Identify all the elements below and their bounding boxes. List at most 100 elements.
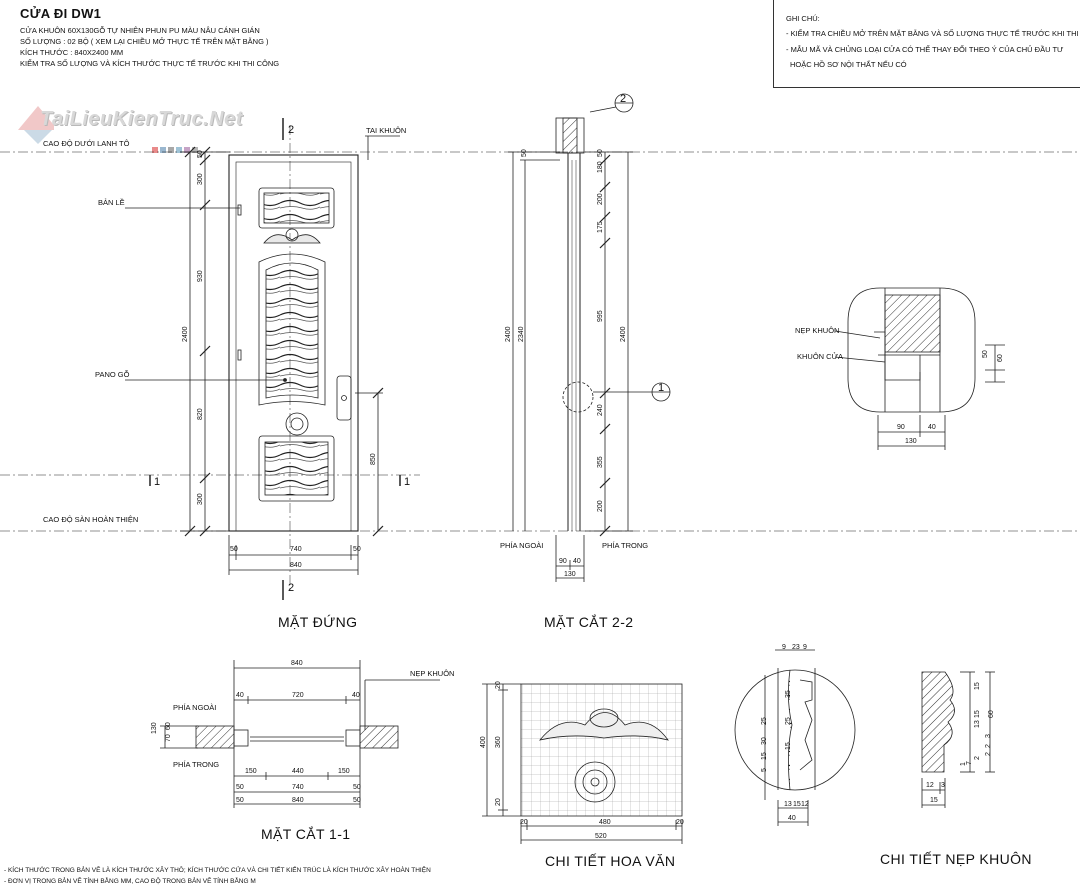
dimension-label: 12 — [801, 801, 809, 808]
dimension-label: 60 — [165, 722, 172, 730]
dimension-label: 40 — [236, 692, 244, 699]
dimension-label: 2400 — [182, 326, 189, 342]
dimension-label: 300 — [197, 493, 204, 505]
dimension-label: 23 — [792, 644, 800, 651]
dimension-label: 50 — [353, 784, 361, 791]
dimension-label: 70 — [165, 734, 172, 742]
section-mark-1-right: 1 — [404, 476, 411, 488]
section-mark-1-left: 1 — [154, 476, 161, 488]
spec-line-3: KÍCH THƯỚC : 840X2400 MM — [20, 48, 124, 57]
dimension-label: 60 — [988, 710, 995, 718]
dimension-label: 130 — [905, 438, 917, 445]
label-hinge: BẢN LỀ — [98, 198, 125, 207]
dimension-label: 130 — [151, 722, 158, 734]
dimension-label: 13 — [974, 720, 981, 728]
dimension-label: 2 — [985, 752, 992, 756]
notes-heading: GHI CHÚ: — [786, 14, 820, 23]
dimension-label: 12 — [926, 782, 934, 789]
dimension-label: 840 — [292, 797, 304, 804]
notes-box — [773, 0, 1080, 88]
dimension-label: 50 — [236, 784, 244, 791]
dimension-label: 40 — [352, 692, 360, 699]
dimension-label: 440 — [292, 768, 304, 775]
callout-1: 1 — [658, 382, 665, 394]
dimension-label: 30 — [761, 737, 768, 745]
dimension-label: 850 — [370, 453, 377, 465]
dimension-label: 175 — [597, 221, 604, 233]
dimension-label: 50 — [353, 546, 361, 553]
dimension-label: 720 — [292, 692, 304, 699]
dimension-label: 7 — [966, 761, 973, 765]
dimension-label: 90 — [897, 424, 905, 431]
label-lintel-level: CAO ĐỘ DƯỚI LANH TÔ — [43, 139, 130, 148]
watermark-swatch — [184, 147, 190, 153]
dimension-label: 50 — [597, 149, 604, 157]
dimension-label: 13 — [784, 801, 792, 808]
spec-line-4: KIỂM TRA SỐ LƯỢNG VÀ KÍCH THƯỚC THỰC TẾ … — [20, 59, 280, 68]
dimension-label: 150 — [338, 768, 350, 775]
notes-line-3: HOẶC HỒ SƠ NỘI THẤT NẾU CÓ — [790, 60, 907, 69]
dimension-label: 300 — [197, 173, 204, 185]
dimension-label: 25 — [761, 717, 768, 725]
dimension-label: 50 — [982, 350, 989, 358]
view-title-elevation: MẶT ĐỨNG — [278, 614, 358, 630]
spec-line-1: CỬA KHUÔN 60X130GỖ TỰ NHIÊN PHUN PU MÀU … — [20, 26, 260, 35]
dimension-label: 60 — [997, 354, 1004, 362]
dimension-label: 20 — [495, 798, 502, 806]
label-frame-lug: TAI KHUÔN — [366, 126, 407, 135]
dimension-label: 25 — [785, 717, 792, 725]
dimension-label: 360 — [495, 736, 502, 748]
dimension-label: 40 — [928, 424, 936, 431]
dimension-label: 2 — [985, 744, 992, 748]
dimension-label: 50 — [353, 797, 361, 804]
dimension-label: 995 — [597, 310, 604, 322]
dimension-label: 240 — [597, 404, 604, 416]
dimension-label: 520 — [595, 833, 607, 840]
dimension-label: 9 — [782, 644, 786, 651]
label-outside-22: PHÍA NGOÀI — [500, 541, 544, 550]
view-title-section-11: MẶT CẮT 1-1 — [261, 826, 351, 842]
callout-2: 2 — [620, 93, 627, 105]
label-wood-panel: PANO GỖ — [95, 370, 130, 379]
watermark-house-icon — [18, 106, 58, 144]
watermark-swatch — [192, 147, 198, 153]
dimension-label: 15 — [974, 710, 981, 718]
view-title-trim: CHI TIẾT NẸP KHUÔN — [880, 851, 1032, 867]
dimension-label: 5 — [761, 768, 768, 772]
dimension-label: 90 — [559, 558, 567, 565]
dimension-label: 50 — [197, 150, 204, 158]
view-title-ornament: CHI TIẾT HOA VĂN — [545, 853, 676, 869]
dimension-label: 15 — [761, 752, 768, 760]
watermark-logo — [14, 100, 58, 159]
dimension-label: 1 — [960, 762, 967, 766]
view-title-section-22: MẶT CẮT 2-2 — [544, 614, 634, 630]
dimension-label: 200 — [597, 500, 604, 512]
dimension-label: 840 — [291, 660, 303, 667]
notes-line-1: - KIỂM TRA CHIỀU MỞ TRÊN MẶT BẰNG VÀ SỐ … — [786, 29, 1080, 38]
watermark-swatch — [168, 147, 174, 153]
watermark-swatch — [160, 147, 166, 153]
dimension-label: 15 — [974, 682, 981, 690]
drawing-title: CỬA ĐI DW1 — [20, 6, 102, 21]
dimension-label: 2340 — [518, 326, 525, 342]
dimension-label: 400 — [480, 736, 487, 748]
watermark-swatches — [152, 140, 200, 158]
dimension-label: 820 — [197, 408, 204, 420]
label-inside-11: PHÍA TRONG — [173, 760, 220, 769]
notes-line-2: - MẪU MÃ VÀ CHỦNG LOẠI CỬA CÓ THỂ THAY Đ… — [786, 45, 1064, 54]
watermark-text: TaiLieuKienTruc.Net — [40, 108, 243, 130]
dimension-label: 740 — [290, 546, 302, 553]
dimension-label: 200 — [597, 193, 604, 205]
dimension-label: 180 — [597, 161, 604, 173]
dimension-label: 355 — [597, 456, 604, 468]
dimension-label: 40 — [788, 815, 796, 822]
dimension-label: 50 — [236, 797, 244, 804]
dimension-label: 15 — [793, 801, 801, 808]
label-frame-det1: KHUÔN CỬA — [797, 352, 843, 361]
dimension-label: 20 — [520, 819, 528, 826]
label-inside-22: PHÍA TRONG — [602, 541, 649, 550]
label-outside-11: PHÍA NGOÀI — [173, 703, 217, 712]
dimension-label: 20 — [676, 819, 684, 826]
